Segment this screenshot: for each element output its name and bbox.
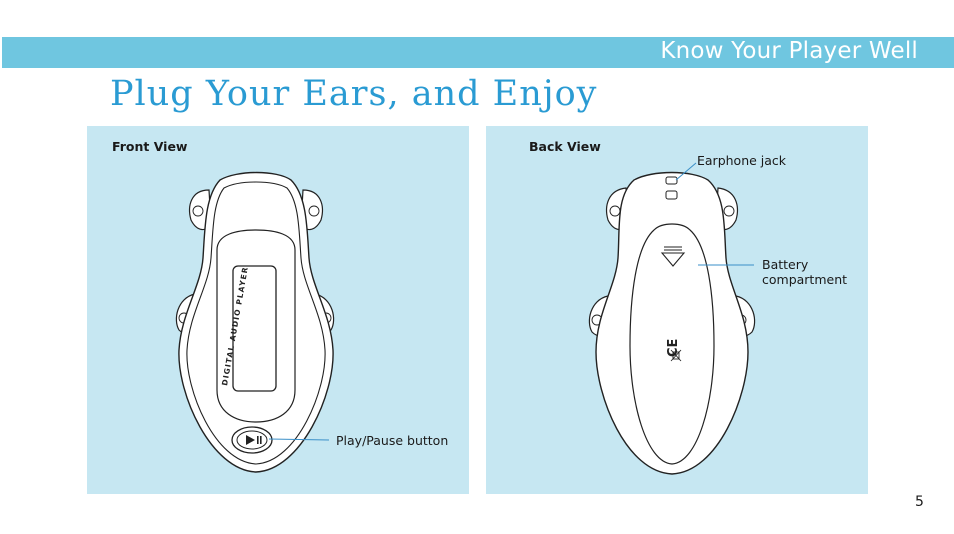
section-title: Know Your Player Well — [660, 38, 918, 64]
front-view-panel: Front View DIGITAL AUDIO PLAYER — [87, 126, 469, 494]
battery-callout-line1: Battery — [762, 257, 809, 272]
battery-callout-line2: compartment — [762, 272, 848, 287]
page-title: Plug Your Ears, and Enjoy — [110, 74, 598, 114]
earphone-jack-callout-label: Earphone jack — [697, 153, 787, 168]
front-view-label: Front View — [112, 139, 188, 154]
weee-bin-icon — [670, 349, 682, 362]
battery-eject-triangle-icon — [660, 246, 686, 267]
front-display-screen — [232, 265, 277, 392]
play-pause-button[interactable] — [231, 426, 273, 454]
play-pause-callout-line — [268, 438, 330, 441]
play-pause-icon — [246, 435, 255, 445]
battery-callout-label: Battery compartment — [762, 257, 847, 287]
battery-compartment-outline — [629, 223, 715, 465]
front-body-inner-outline — [186, 181, 326, 465]
back-view-device-illustration: CE — [588, 162, 756, 475]
header-band: Know Your Player Well — [2, 37, 954, 68]
earphone-jack-callout-line — [675, 162, 697, 181]
front-view-device-illustration: DIGITAL AUDIO PLAYER — [175, 171, 335, 473]
play-pause-callout-label: Play/Pause button — [336, 433, 449, 448]
page-number: 5 — [915, 494, 924, 510]
earphone-jack[interactable] — [665, 176, 678, 200]
back-view-panel: Back View — [486, 126, 868, 494]
back-view-label: Back View — [529, 139, 601, 154]
